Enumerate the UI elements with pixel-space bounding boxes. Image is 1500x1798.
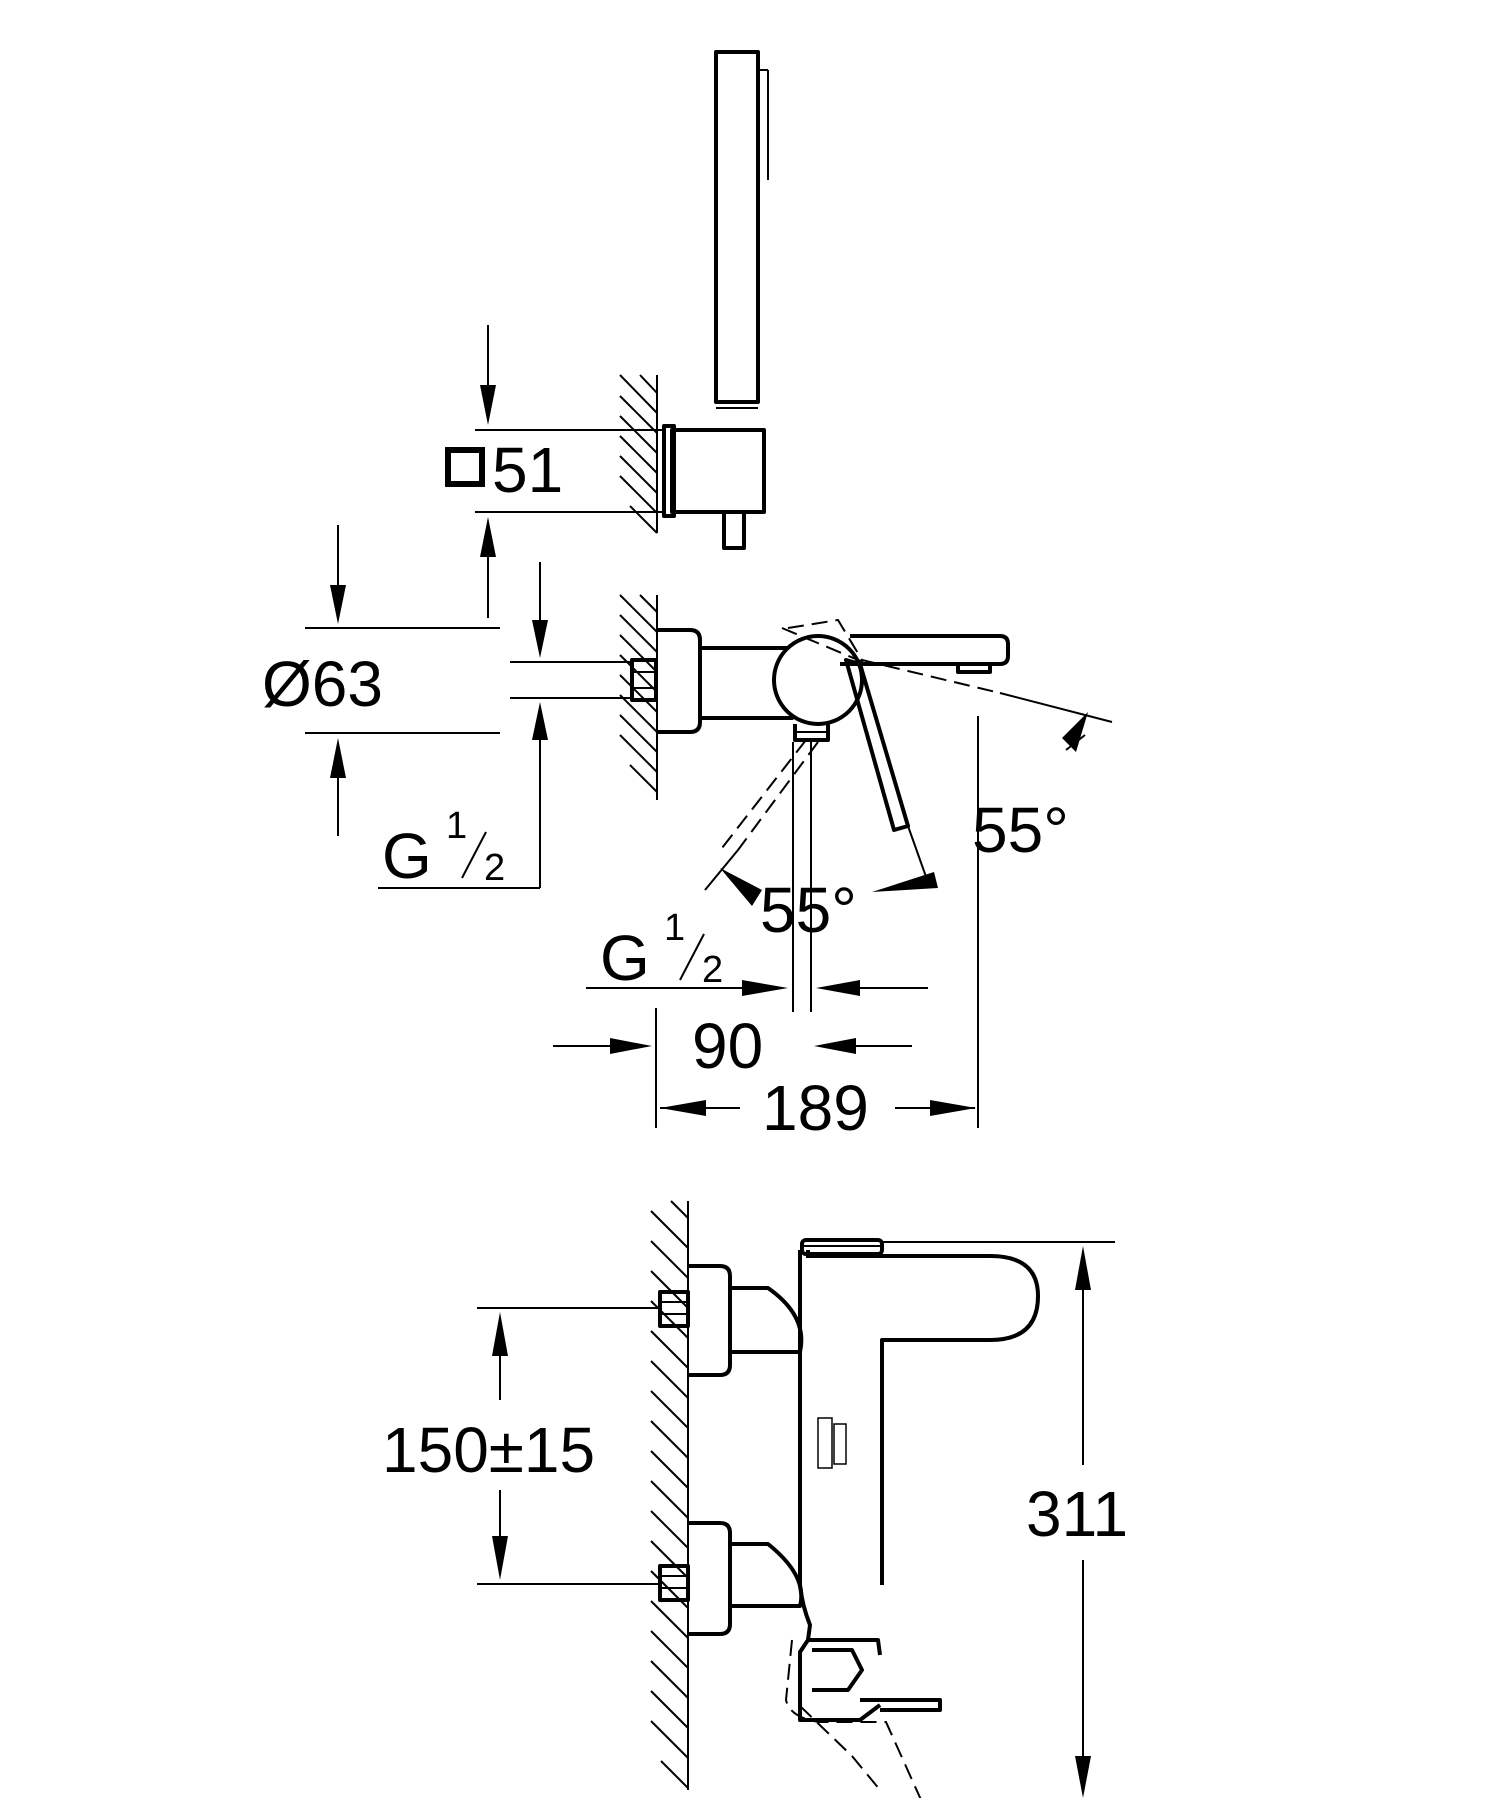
dim-diameter-63: Ø63 — [262, 525, 500, 836]
label-g-left: G — [382, 820, 432, 892]
label-angle-right: 55° — [972, 794, 1069, 866]
dim-189: 189 — [660, 716, 979, 1144]
dim-g-half-mid: G 1 2 — [586, 742, 928, 1012]
label-angle-lower: 55° — [760, 874, 857, 946]
label-311: 311 — [1026, 1478, 1128, 1550]
shower-head-holder — [619, 50, 769, 550]
label-g-left-den: 2 — [484, 847, 505, 889]
square-symbol — [445, 447, 485, 487]
dim-square-51: 51 — [445, 325, 664, 618]
label-g-mid-num: 1 — [664, 907, 685, 949]
dim-150: 150±15 — [382, 1307, 660, 1585]
mixer-top-view — [619, 594, 1010, 851]
label-51: 51 — [492, 434, 563, 506]
label-g-left-num: 1 — [446, 805, 467, 847]
label-g-mid: G — [600, 922, 650, 994]
label-150: 150±15 — [382, 1414, 595, 1486]
dim-angle-lower: 55° — [704, 825, 938, 946]
label-189: 189 — [762, 1072, 869, 1144]
label-diameter-63: Ø63 — [262, 648, 383, 720]
label-g-mid-den: 2 — [702, 949, 723, 991]
label-90: 90 — [692, 1010, 763, 1082]
dim-311: 311 — [882, 1241, 1128, 1798]
dim-angle-right: 55° — [972, 692, 1113, 866]
mixer-front-view — [650, 1200, 1040, 1798]
grohe-logo — [817, 1417, 847, 1469]
dim-g-half-left: G 1 2 — [378, 562, 630, 892]
dim-90: 90 — [553, 1008, 912, 1128]
